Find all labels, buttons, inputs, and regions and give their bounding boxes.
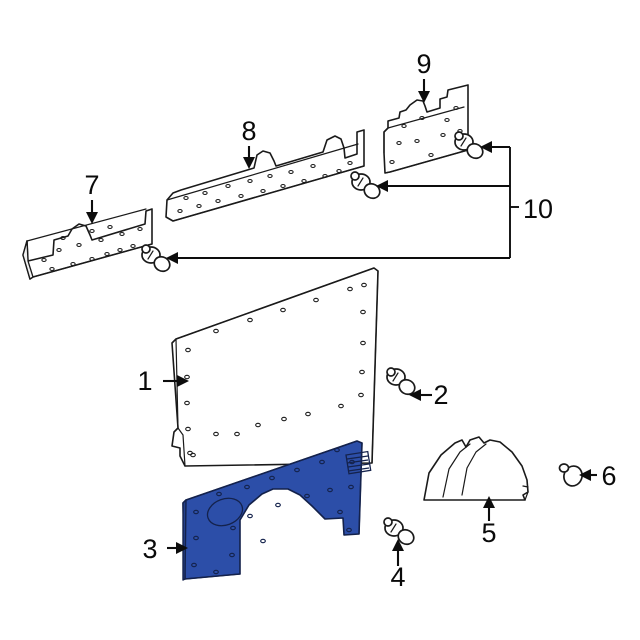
leader-2 xyxy=(409,389,432,401)
clip-part-6[interactable] xyxy=(558,463,585,489)
part-3-lower-quarter-trim-panel[interactable] xyxy=(182,440,372,581)
vent-grille-icon xyxy=(345,450,372,475)
oval-recess-detail xyxy=(206,497,244,527)
leader-10 xyxy=(166,141,519,264)
part-9-rear-corner-trim-panel[interactable] xyxy=(383,84,469,174)
part-3-holes xyxy=(191,447,355,575)
callout-label-10: 10 xyxy=(523,194,553,224)
leader-8 xyxy=(243,146,255,169)
leader-1 xyxy=(163,375,189,387)
leader-6 xyxy=(579,469,597,481)
clip-part-10-top[interactable] xyxy=(454,131,485,161)
leader-3 xyxy=(167,542,188,554)
part-8-long-side-trim-panel[interactable] xyxy=(165,129,365,222)
callout-label-1: 1 xyxy=(137,366,152,396)
part-1-holes xyxy=(184,282,367,458)
leader-5 xyxy=(483,496,495,521)
clip-part-2[interactable] xyxy=(386,367,417,397)
part-8-holes xyxy=(177,160,353,214)
callout-label-8: 8 xyxy=(241,116,256,146)
callout-label-6: 6 xyxy=(601,461,616,491)
callout-label-7: 7 xyxy=(84,170,99,200)
part-1-upper-side-trim-panel[interactable] xyxy=(171,267,379,467)
leader-4 xyxy=(392,539,404,566)
part-9-holes xyxy=(389,105,463,165)
clip-part-10-mid[interactable] xyxy=(350,171,382,201)
callout-label-4: 4 xyxy=(390,562,405,592)
callout-label-2: 2 xyxy=(433,380,448,410)
callout-label-5: 5 xyxy=(481,518,496,548)
clip-part-10-bottom[interactable] xyxy=(141,244,172,274)
part-7-holes xyxy=(41,224,143,272)
clip-part-4[interactable] xyxy=(383,517,416,547)
callout-label-3: 3 xyxy=(142,534,157,564)
leader-9 xyxy=(418,79,430,103)
leader-7 xyxy=(86,200,98,224)
callout-label-9: 9 xyxy=(416,49,431,79)
part-5-wheelhouse-cover[interactable] xyxy=(423,436,529,501)
part-7-lower-front-trim-panel[interactable] xyxy=(22,208,153,280)
